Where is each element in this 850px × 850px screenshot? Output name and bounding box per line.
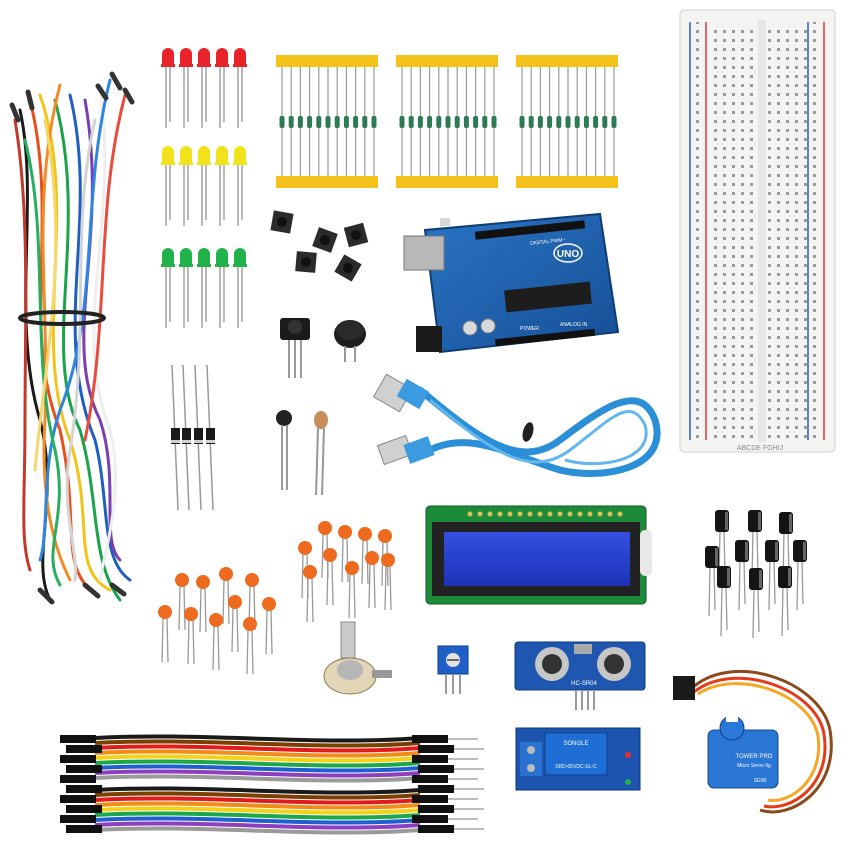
analog-pins-label: ANALOG IN [560,322,588,328]
jumper-wire-bundle-icon [9,71,135,605]
relay-model-label: SRD-05VDC-SL-C [555,764,597,770]
thermistor-icon [276,410,292,490]
green-led-group-icon [161,248,247,328]
usb-cable-icon [372,373,661,477]
servo-model-label: SG90 [754,778,767,784]
relay-module-icon: SONGLE SRD-05VDC-SL-C [515,727,641,791]
buzzer-icon [334,320,366,362]
ultrasonic-sensor-icon: HC-SR04 [514,641,646,710]
servo-brand-label: TOWER PRO [736,754,773,760]
arduino-uno-board-icon: UNO DIGITAL PWM~ POWER ANALOG IN [403,212,620,354]
ultrasonic-model-label: HC-SR04 [571,681,597,687]
push-button-icon [270,210,369,282]
relay-brand-label: SONGLE [563,741,588,747]
electrolytic-capacitor-icon [705,510,807,639]
uno-logo-label: UNO [557,249,579,260]
power-pins-label: POWER [520,326,539,332]
photoresistor-icon [314,411,328,496]
red-led-group-icon [161,48,247,128]
ir-receiver-icon [280,318,310,378]
trimmer-potentiometer-icon [437,645,469,694]
servo-type-label: Micro Servo 9g [737,763,771,769]
breadboard-icon: ABCDE FGHIJ [679,9,836,453]
yellow-led-group-icon [161,146,247,226]
digital-pins-label: DIGITAL PWM~ [530,237,566,247]
breadboard-column-label: ABCDE FGHIJ [737,445,783,452]
servo-motor-icon: TOWER PRO Micro Servo 9g SG90 [673,669,833,814]
resistor-strip-icon [276,55,618,188]
rainbow-jumper-wires-icon [60,734,484,840]
potentiometer-icon [323,621,392,695]
lcd-1602-display-icon [425,505,652,605]
ceramic-capacitor-icon [158,521,395,675]
diode-icon [171,364,215,511]
